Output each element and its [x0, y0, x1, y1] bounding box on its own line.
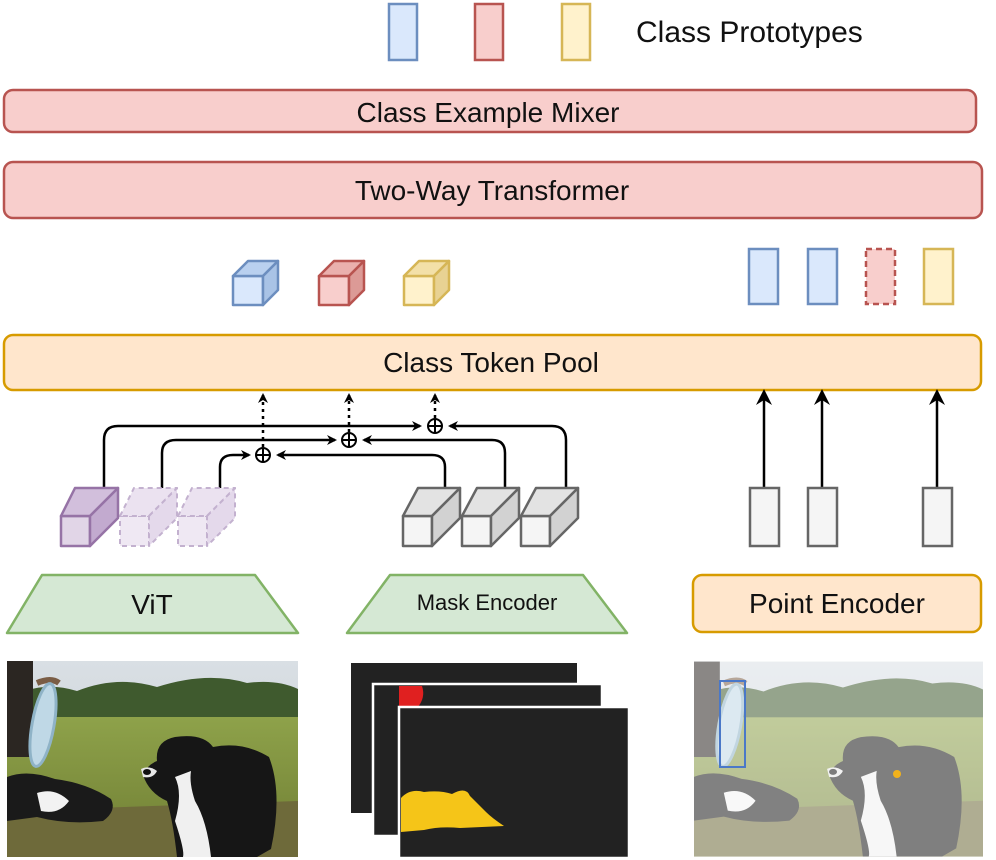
vit-encoder: ViT — [5, 573, 300, 635]
prototype-red — [473, 2, 505, 62]
class-token-pool-label: Class Token Pool — [383, 347, 599, 378]
sum-node-inner — [255, 447, 271, 463]
fusion-connections — [102, 421, 568, 488]
point-feature-1 — [748, 486, 781, 548]
class-token-cube-blue — [231, 259, 280, 307]
mask-stack — [349, 661, 631, 860]
two-way-transformer: Two-Way Transformer — [2, 160, 984, 220]
vit-feature-cube-dashed-1 — [119, 487, 178, 547]
class-prototypes-legend: Class Prototypes — [387, 2, 863, 62]
prototype-yellow — [560, 2, 592, 62]
prompt-point — [893, 770, 901, 778]
sum-node-outer — [427, 418, 443, 434]
point-prompt-image — [694, 661, 983, 857]
prompt-box — [719, 680, 746, 768]
vit-feature-cube — [59, 486, 120, 548]
class-example-mixer: Class Example Mixer — [2, 88, 978, 134]
mask-yellow-region — [401, 790, 504, 832]
mask-encoder: Mask Encoder — [345, 573, 629, 635]
dotted-arrows-to-pool — [258, 393, 440, 447]
point-arrows-to-pool — [756, 389, 945, 488]
mask-feature-cube-1 — [401, 486, 462, 548]
point-token-yellow — [922, 247, 955, 306]
point-token-blue-1 — [747, 247, 780, 306]
point-encoder-label: Point Encoder — [749, 588, 925, 619]
point-token-red-dashed — [864, 247, 897, 306]
point-feature-3 — [921, 486, 954, 548]
class-example-mixer-label: Class Example Mixer — [357, 97, 620, 128]
prototype-blue — [387, 2, 419, 62]
class-prototypes-label: Class Prototypes — [636, 16, 863, 49]
class-token-pool: Class Token Pool — [2, 333, 983, 392]
sum-node-middle — [341, 432, 357, 448]
mask-feature-cube-3 — [519, 486, 580, 548]
mask-encoder-label: Mask Encoder — [417, 590, 558, 615]
vit-label: ViT — [131, 589, 173, 620]
class-token-cube-red — [317, 259, 366, 307]
mask-red-region — [399, 686, 424, 710]
point-encoder: Point Encoder — [691, 573, 983, 634]
two-way-transformer-label: Two-Way Transformer — [355, 175, 629, 206]
mask-feature-cube-2 — [460, 486, 521, 548]
point-token-blue-2 — [806, 247, 839, 306]
input-image — [7, 661, 298, 857]
vit-feature-cube-dashed-2 — [177, 487, 236, 547]
class-token-cube-yellow — [402, 259, 451, 307]
mask-front — [397, 705, 631, 860]
point-feature-2 — [806, 486, 839, 548]
